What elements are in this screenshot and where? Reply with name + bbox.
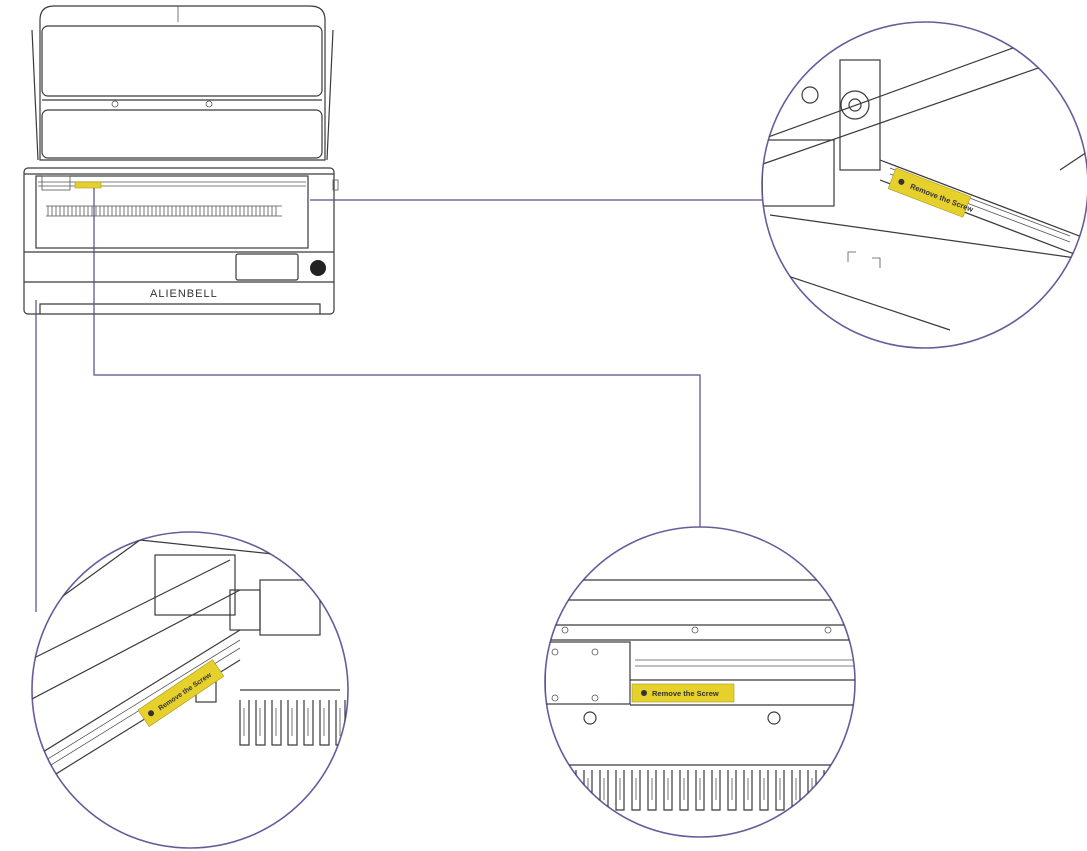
brand-logo: ALIENBELL <box>150 288 218 300</box>
screw-tag-top-right <box>887 167 972 218</box>
display-screen <box>235 253 299 281</box>
power-button <box>310 260 326 276</box>
callout-leader-lines <box>35 188 762 612</box>
callout-bottom-left: Remove the Screw <box>31 531 349 849</box>
screw-tag-label: Remove the Screw <box>652 689 719 698</box>
screw-tag-marker <box>74 181 102 189</box>
callout-bottom-right: Remove the Screw <box>544 526 856 838</box>
screw-tag-bottom-right <box>631 683 735 703</box>
screw-tag-bottom-left <box>137 659 225 727</box>
callout-top-right: Remove the Screw <box>761 21 1087 349</box>
laser-engraver-machine: ALIENBELL <box>23 5 339 315</box>
